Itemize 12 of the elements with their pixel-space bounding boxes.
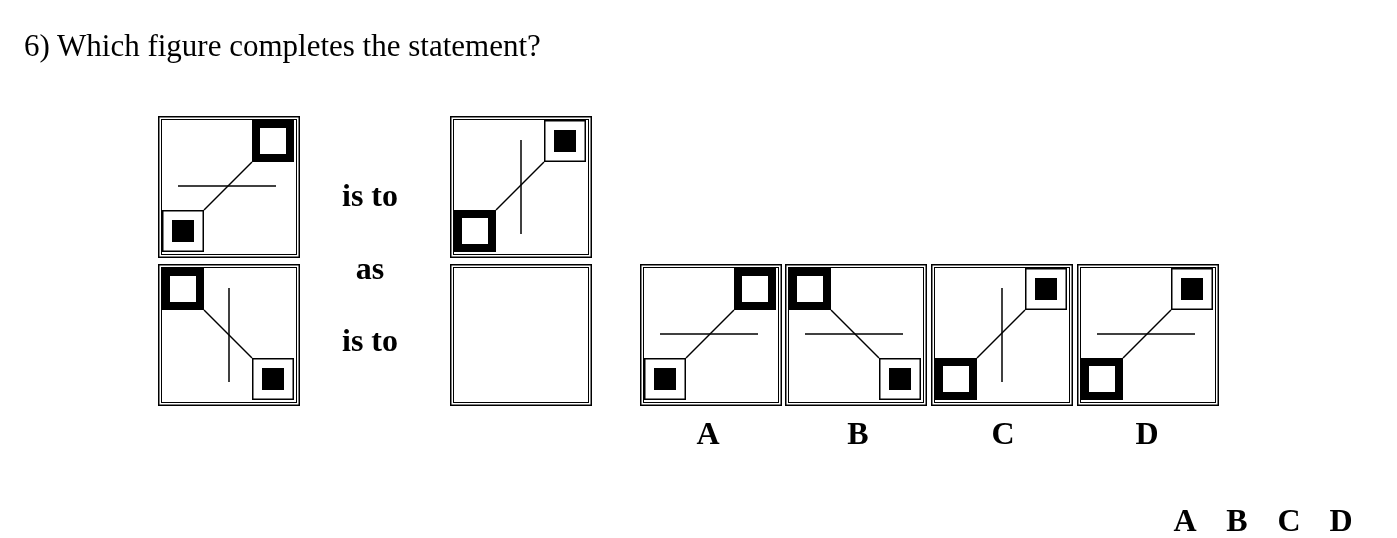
option-letter: C [991,417,1015,449]
option-letter: A [696,417,720,449]
answer-choice-letter: D [1329,504,1353,536]
answer-choice-letter: C [1277,504,1301,536]
answer-choice-letter: B [1226,504,1248,536]
question-title: 6) Which figure completes the statement? [24,30,541,61]
option-letter: D [1135,417,1159,449]
relation-text: as [355,252,385,284]
option-letter: B [847,417,869,449]
relation-text: is to [342,179,398,211]
relation-text: is to [342,324,398,356]
answer-choice-letter: A [1173,504,1197,536]
